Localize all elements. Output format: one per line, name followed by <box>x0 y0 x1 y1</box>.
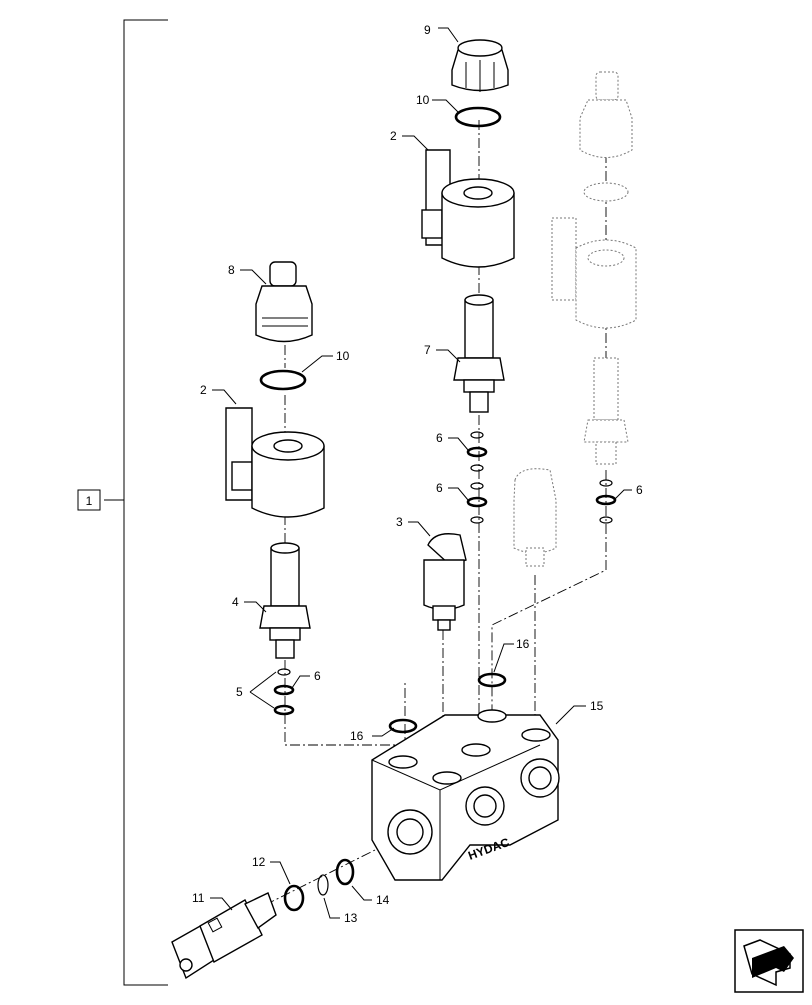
callout-2-left: 2 <box>200 383 207 397</box>
callout-13: 13 <box>344 911 358 925</box>
part-10-o-ring-left <box>259 369 307 391</box>
callout-7: 7 <box>424 343 431 357</box>
part-16-o-ring-b <box>388 718 418 734</box>
callout-3: 3 <box>396 515 403 529</box>
assembly-ref-label: 1 <box>86 494 93 508</box>
callout-4: 4 <box>232 595 239 609</box>
part-4-cartridge-valve <box>259 542 311 659</box>
part-10-o-ring-top <box>454 106 502 128</box>
seal-stack-right <box>595 479 617 524</box>
assembly-bracket: 1 <box>77 19 168 986</box>
callout-16-b: 16 <box>350 729 364 743</box>
book-arrow-icon[interactable] <box>734 929 804 993</box>
part-9-cap <box>451 39 509 92</box>
part-13-backup-ring <box>317 874 329 896</box>
part-12-o-ring <box>283 884 305 912</box>
part-15-valve-block: HYDAC <box>371 709 560 881</box>
part-16-o-ring-a <box>477 672 507 688</box>
callout-8: 8 <box>228 263 235 277</box>
seal-stack-centre <box>466 431 488 524</box>
phantom-solenoid-assembly <box>513 71 637 567</box>
callouts: 9 10 2 8 10 7 2 6 6 6 3 4 6 5 16 16 15 <box>192 23 643 925</box>
callout-15: 15 <box>590 699 604 713</box>
part-3-pressure-sensor <box>423 533 467 631</box>
callout-6-d: 6 <box>314 669 321 683</box>
part-11-relief-valve <box>171 892 277 980</box>
callout-11: 11 <box>192 891 205 905</box>
part-2-coil-left <box>225 407 325 518</box>
callout-5: 5 <box>236 685 243 699</box>
callout-6-c: 6 <box>636 483 643 497</box>
callout-6-a: 6 <box>436 431 443 445</box>
part-8-cap <box>255 261 313 343</box>
callout-6-b: 6 <box>436 481 443 495</box>
part-14-o-ring <box>335 858 355 886</box>
callout-9: 9 <box>424 23 431 37</box>
part-2-coil-top <box>421 149 515 268</box>
part-7-cartridge-valve <box>453 294 505 413</box>
callout-16-a: 16 <box>516 637 530 651</box>
callout-10-top: 10 <box>416 93 430 107</box>
callout-14: 14 <box>376 893 390 907</box>
callout-2-top: 2 <box>390 129 397 143</box>
callout-12: 12 <box>252 855 266 869</box>
callout-10-left: 10 <box>336 349 350 363</box>
seal-stack-left <box>273 668 295 716</box>
